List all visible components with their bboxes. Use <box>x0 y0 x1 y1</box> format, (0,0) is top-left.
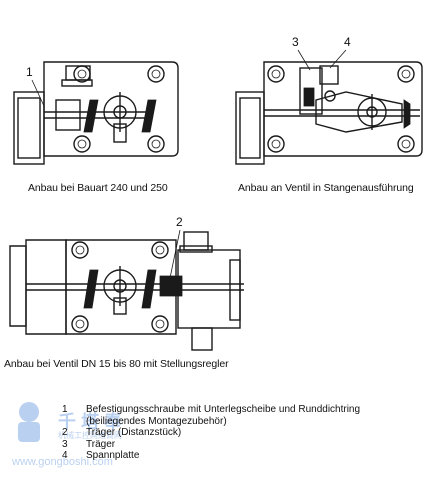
watermark-brand: 千 塔 奉 <box>58 412 123 432</box>
figure-2-drawing <box>235 61 423 165</box>
watermark-subtitle: 机械工控网络商网 <box>58 431 122 440</box>
legend-text: (beiliegendes Montagezubehör) <box>86 415 227 427</box>
parts-legend: 1 Befestigungsschraube mit Unterlegschei… <box>62 404 360 462</box>
figure-3-drawing <box>9 231 244 351</box>
legend-number: 3 <box>62 438 68 450</box>
callout-1: 1 <box>26 65 45 107</box>
svg-text:2: 2 <box>176 215 183 229</box>
legend-text: Spannplatte <box>86 450 140 461</box>
figure-3-caption: Anbau bei Ventil DN 15 bis 80 mit Stellu… <box>4 358 229 370</box>
legend-item: 4 Spannplatte <box>62 450 360 462</box>
legend-number: 4 <box>62 450 68 461</box>
legend-item: (beiliegendes Montagezubehör) <box>62 416 360 428</box>
watermark-logo: 千 塔 奉 机械工控网络商网 www.gongboshi.com <box>6 398 156 478</box>
legend-item: 1 Befestigungsschraube mit Unterlegschei… <box>62 404 360 416</box>
legend-item: 2 Träger (Distanzstück) <box>62 427 360 439</box>
watermark-figure-icon <box>18 402 40 442</box>
svg-text:1: 1 <box>26 65 33 79</box>
legend-text: Befestigungsschraube mit Unterlegscheibe… <box>86 404 361 415</box>
legend-number <box>62 416 86 428</box>
watermark-url: www.gongboshi.com <box>12 456 113 468</box>
figure-1-drawing <box>13 61 179 165</box>
figure-2-caption: Anbau an Ventil in Stangenausführung <box>238 182 414 194</box>
callout-3: 3 <box>292 35 311 71</box>
legend-number: 1 <box>62 404 68 415</box>
svg-text:4: 4 <box>344 35 351 49</box>
legend-number: 2 <box>62 427 68 438</box>
figure-1-caption: Anbau bei Bauart 240 und 250 <box>28 182 168 194</box>
legend-text: Träger <box>86 438 116 450</box>
callout-4: 4 <box>329 35 351 69</box>
legend-text: Träger (Distanzstück) <box>86 427 182 438</box>
callout-2: 2 <box>169 215 183 279</box>
svg-text:3: 3 <box>292 35 299 49</box>
legend-item: 3 Träger <box>62 439 360 451</box>
